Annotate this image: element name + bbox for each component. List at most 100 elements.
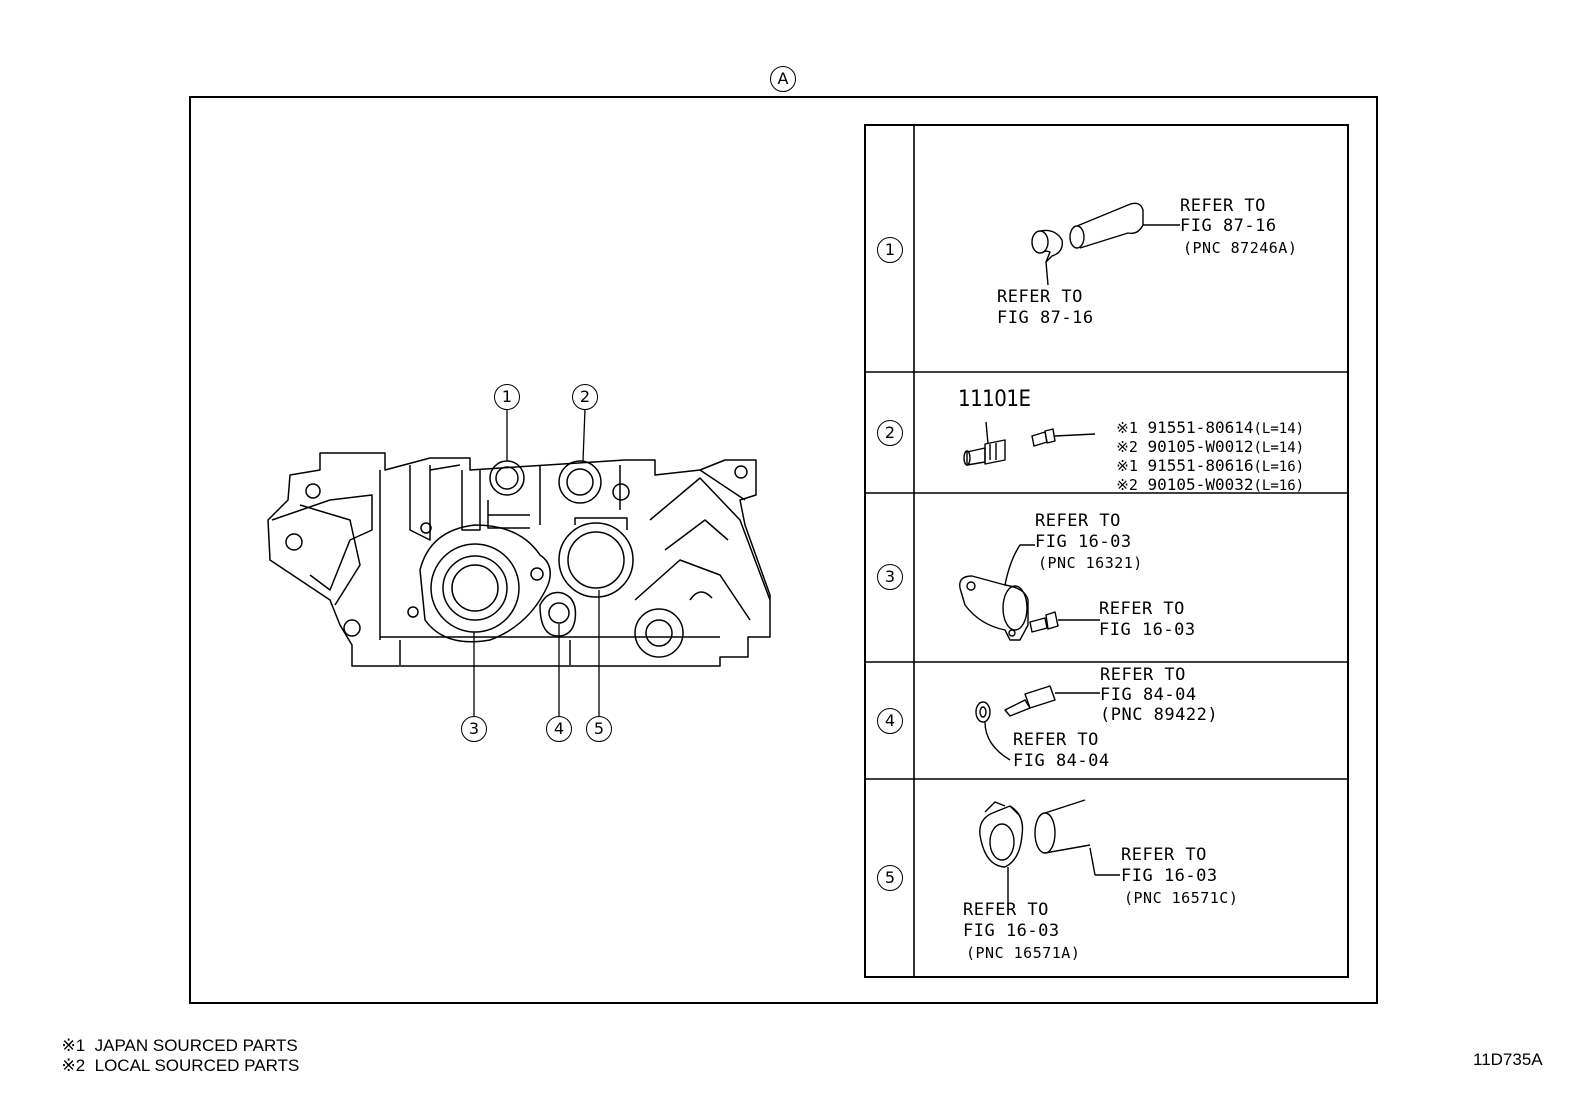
footnote-text: JAPAN SOURCED PARTS (94, 1036, 298, 1055)
bolt-number: 90105-W0032 (1147, 475, 1254, 494)
hose-icon (1044, 844, 1091, 854)
row-1-ref-b-line1: REFER TO (997, 287, 1083, 307)
row-3-ref-a-line1: REFER TO (1035, 511, 1121, 531)
row-5-ref-a-line2: FIG 16-03 (1121, 866, 1218, 886)
boss-5-inner (567, 531, 625, 589)
boss-3-ear (530, 567, 544, 581)
right-lower-inner (645, 619, 673, 647)
boss-3-ear-low (407, 606, 419, 618)
sensor-icon (984, 439, 1006, 465)
hose-icon (1034, 812, 1056, 854)
bolt-number: 91551-80614 (1147, 418, 1254, 437)
row-5-illustration (979, 799, 1120, 905)
hose-icon (1044, 799, 1086, 814)
bolt-icon (1029, 617, 1048, 633)
boss-3-flange (419, 524, 551, 643)
bolt-length: (L=14) (1253, 421, 1305, 437)
view-marker-a: A (770, 66, 796, 92)
boss-2-inner (566, 468, 594, 496)
rib (649, 477, 771, 601)
row-3-ref-a-pnc: (PNC 16321) (1038, 554, 1143, 572)
bolt-icon (1045, 611, 1059, 630)
bolt-length: (L=16) (1253, 459, 1305, 475)
left-lower-hole (285, 533, 303, 551)
bolt-length: (L=14) (1253, 440, 1305, 456)
row-2-part-number: 11101E (958, 387, 1031, 412)
housing-icon (959, 575, 1029, 641)
row-2-part-row: ※2 90105-W0032(L=16) (1097, 456, 1304, 496)
row-5-ref-a-line1: REFER TO (1121, 845, 1207, 865)
clamp-icon (1031, 230, 1049, 254)
outer-frame (189, 96, 1378, 1004)
rib (634, 559, 751, 621)
callout-1: 1 (494, 384, 520, 410)
bolt-number: 91551-80616 (1147, 456, 1254, 475)
rib (461, 470, 481, 531)
boss-2-ear (612, 483, 630, 501)
source-mark: ※1 (1116, 457, 1138, 475)
head-outline (267, 452, 771, 667)
left-bottom-hole (343, 619, 361, 637)
sensor-icon (1024, 685, 1056, 709)
footnote-mark: ※2 (61, 1056, 86, 1075)
small-hole (420, 522, 432, 534)
drawing-code: 11D735A (1473, 1050, 1543, 1069)
clamp-icon (979, 805, 1024, 868)
boss-5-outer (558, 522, 634, 598)
footnote-1: ※1 JAPAN SOURCED PARTS (52, 1016, 298, 1056)
boss-4-inner (548, 602, 570, 624)
housing-outlet (1002, 585, 1028, 631)
row-4-ref-a-line1: REFER TO (1100, 665, 1186, 685)
row-1-ref-a-line2: FIG 87-16 (1180, 216, 1277, 236)
hose-icon (1069, 225, 1085, 249)
gasket-icon (975, 701, 991, 723)
boss-3-ring (430, 543, 520, 633)
footnote-2: ※2 LOCAL SOURCED PARTS (52, 1036, 299, 1076)
boss-2-outer (558, 460, 602, 504)
row-2-part-row: ※1 91551-80614(L=14) (1097, 399, 1304, 439)
row-id-2: 2 (877, 420, 903, 446)
source-mark: ※2 (1116, 476, 1138, 494)
rib (429, 464, 461, 471)
source-mark: ※1 (1116, 419, 1138, 437)
boss-3-mid (442, 555, 508, 621)
bolt-length: (L=16) (1253, 478, 1305, 494)
row-3-ref-b-line1: REFER TO (1099, 599, 1185, 619)
row-3-ref-a-line2: FIG 16-03 (1035, 532, 1132, 552)
rib (409, 465, 431, 541)
left-web (299, 504, 361, 606)
row-id-5: 5 (877, 865, 903, 891)
clamp-icon (1039, 229, 1063, 263)
left-ear-contour (271, 494, 373, 591)
bolt-number: 90105-W0012 (1147, 437, 1254, 456)
row-4-illustration (975, 685, 1100, 761)
boss-1-inner (495, 466, 519, 490)
row-1-ref-b-line2: FIG 87-16 (997, 308, 1094, 328)
row-id-3: 3 (877, 564, 903, 590)
row-3-illustration (959, 544, 1100, 641)
row-2-part-row: ※2 90105-W0012(L=14) (1097, 418, 1304, 458)
row-id-1: 1 (877, 237, 903, 263)
row-4-ref-a-line2: FIG 84-04 (1100, 685, 1197, 705)
rib (664, 519, 729, 551)
footnote-mark: ※1 (61, 1036, 86, 1055)
footnote-text: LOCAL SOURCED PARTS (94, 1056, 300, 1075)
row-1-ref-a-line1: REFER TO (1180, 196, 1266, 216)
boss-4-flange (539, 591, 577, 637)
row-4-ref-a-pnc: (PNC 89422) (1100, 705, 1219, 725)
boss-3-inner (451, 564, 499, 612)
row-3-ref-b-line2: FIG 16-03 (1099, 620, 1196, 640)
row-4-ref-b-line2: FIG 84-04 (1013, 751, 1110, 771)
row-5-ref-b-line2: FIG 16-03 (963, 921, 1060, 941)
row-5-ref-b-line1: REFER TO (963, 900, 1049, 920)
source-mark: ※2 (1116, 438, 1138, 456)
row-1-illustration (1031, 202, 1180, 286)
rib (699, 469, 746, 501)
bolt-icon (1044, 428, 1056, 444)
row-5-ref-a-pnc: (PNC 16571C) (1124, 889, 1239, 907)
callout-3: 3 (461, 716, 487, 742)
right-lower-boss (634, 608, 684, 658)
callout-5: 5 (586, 716, 612, 742)
row-4-ref-b-line1: REFER TO (1013, 730, 1099, 750)
